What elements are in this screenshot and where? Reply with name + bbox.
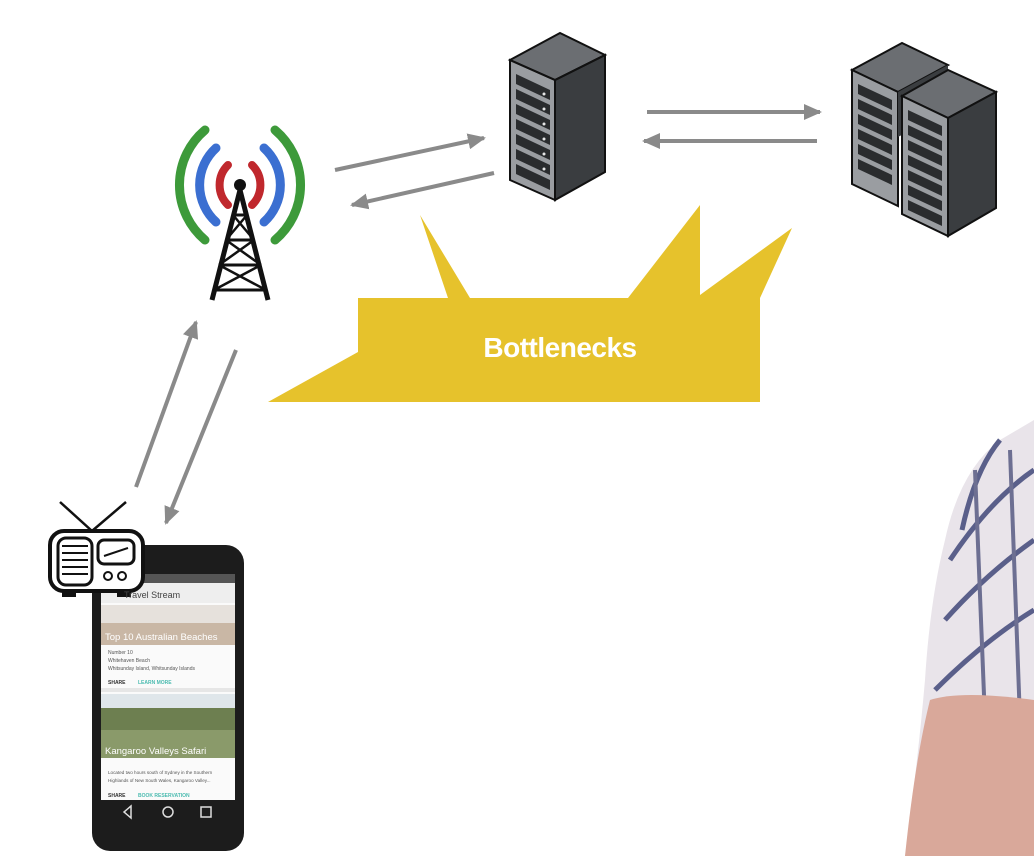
app-title: Travel Stream xyxy=(124,590,180,600)
bottlenecks-label: Bottlenecks xyxy=(483,332,637,363)
person-silhouette xyxy=(905,420,1034,856)
server-rack-icon xyxy=(507,31,608,202)
card2-line1: Located two hours south of Sydney in the… xyxy=(108,770,213,775)
server-cluster-icon xyxy=(849,41,999,238)
radio-tower-icon xyxy=(174,125,306,301)
arrow-server-to-tower xyxy=(350,171,495,210)
card2-title: Kangaroo Valleys Safari xyxy=(105,746,206,757)
smartphone-icon xyxy=(92,545,244,851)
card2-line2: Highlands of New South Wales, Kangaroo V… xyxy=(108,778,211,783)
card1-title: Top 10 Australian Beaches xyxy=(105,632,218,643)
card1-line2: Whitehaven Beach xyxy=(108,658,150,664)
card2-share[interactable]: SHARE xyxy=(108,793,126,799)
card2-book-reservation[interactable]: BOOK RESERVATION xyxy=(138,793,190,799)
arrows xyxy=(134,104,822,525)
bottleneck-callout xyxy=(268,205,792,402)
card1-share[interactable]: SHARE xyxy=(108,680,126,686)
radio-icon xyxy=(48,501,145,597)
phone-screen-content: Travel Stream Top 10 Australian Beaches … xyxy=(105,590,218,799)
card1-line3: Whitsunday Island, Whitsunday Islands xyxy=(108,666,195,672)
card1-line1: Number 10 xyxy=(108,650,133,656)
arrow-tower-to-server xyxy=(334,133,486,172)
card1-learn-more[interactable]: LEARN MORE xyxy=(138,680,172,686)
arrow-radio-to-tower xyxy=(134,320,199,488)
arrow-tower-to-phone xyxy=(164,349,238,525)
